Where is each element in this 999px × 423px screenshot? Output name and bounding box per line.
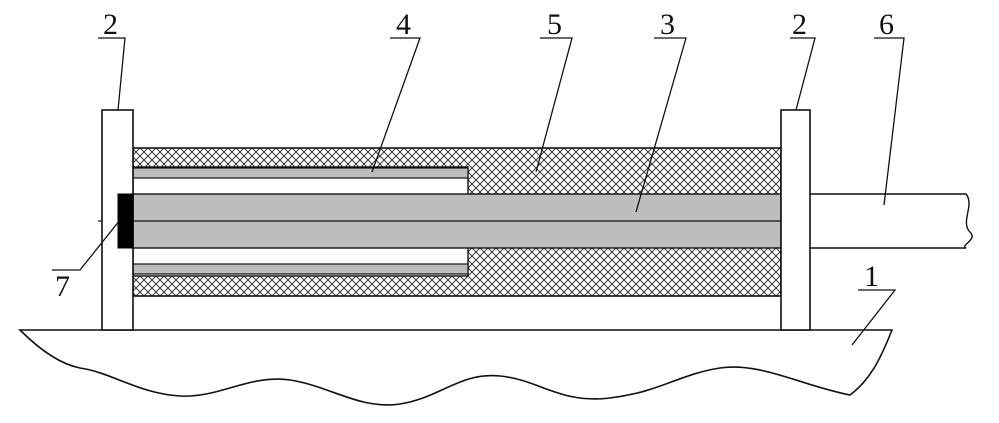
label-sleeve: 4 [396, 8, 411, 41]
label-hatched-body: 5 [547, 8, 562, 41]
leader-base [851, 289, 897, 346]
leader-end-block [52, 219, 121, 271]
leader-rod [635, 37, 687, 213]
label-end-block: 7 [55, 270, 70, 303]
label-rod: 3 [660, 8, 675, 41]
sleeve-bottom [132, 263, 469, 275]
label-support-left: 2 [103, 8, 118, 41]
label-base: 1 [864, 260, 879, 293]
label-shaft: 6 [879, 8, 894, 41]
leader-sleeve [371, 37, 421, 173]
leader-support-left [98, 37, 126, 111]
leader-support-right [790, 37, 816, 111]
leader-shaft [874, 37, 905, 206]
shaft [781, 193, 973, 249]
leader-hatched-body [535, 37, 573, 173]
sleeve-top [132, 167, 469, 179]
support-right [780, 109, 811, 331]
end-block [117, 193, 134, 249]
label-support-right: 2 [792, 8, 807, 41]
base-ground [18, 329, 894, 406]
